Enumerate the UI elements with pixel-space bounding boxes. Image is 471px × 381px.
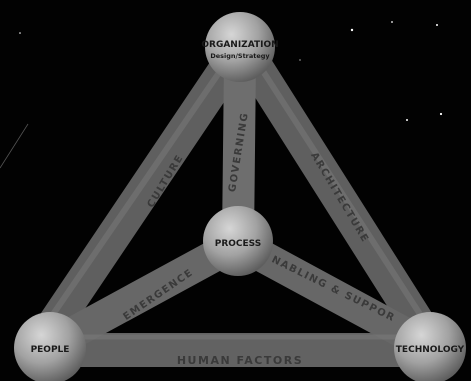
node-people: PEOPLE <box>14 312 86 381</box>
node-organization-subtitle: Design/Strategy <box>210 52 270 60</box>
node-people-title: PEOPLE <box>31 345 70 355</box>
node-technology-title: TECHNOLOGY <box>396 345 465 355</box>
node-technology: TECHNOLOGY <box>394 312 466 381</box>
node-process: PROCESS <box>203 206 273 276</box>
edge-label-human-factors: HUMAN FACTORS <box>177 354 303 367</box>
edge-label-architecture: ARCHITECTURE <box>308 151 370 245</box>
connector-bars <box>34 45 438 350</box>
node-organization-title: ORGANIZATION <box>201 40 278 50</box>
node-process-title: PROCESS <box>215 239 262 249</box>
